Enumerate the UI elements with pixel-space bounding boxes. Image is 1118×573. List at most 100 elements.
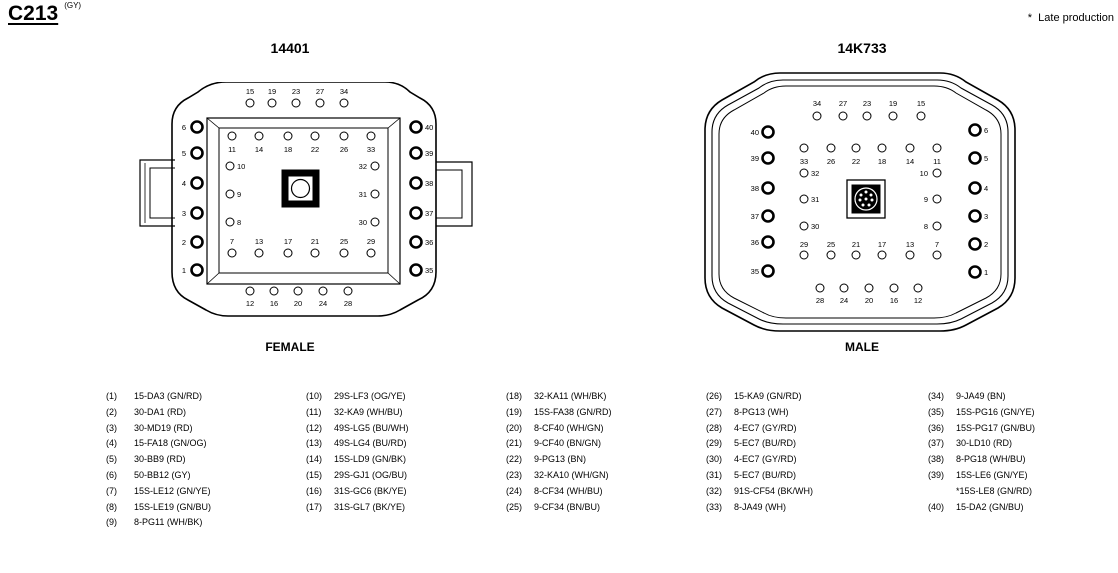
connector-color-code: (GY) <box>64 1 82 10</box>
male-pin-number: 17 <box>878 240 886 249</box>
pin-number: (27) <box>706 406 723 417</box>
male-pin-number: 26 <box>827 157 835 166</box>
pin-assignment-row: (13)49S-LG4 (BU/RD) <box>306 436 409 452</box>
pin-number: (39) <box>928 469 945 480</box>
circuit-description: 9-CF34 (BN/BU) <box>534 501 601 512</box>
pin-number: (33) <box>706 501 723 512</box>
pin-number: (22) <box>506 454 523 465</box>
female-inner-pin <box>370 217 380 227</box>
female-left-latch <box>139 159 175 227</box>
female-outer-pin <box>343 286 353 296</box>
pin-number: (29) <box>706 438 723 449</box>
male-outer-pin <box>889 283 899 293</box>
male-pin-number: 11 <box>933 157 941 166</box>
female-inner-pin <box>227 131 237 141</box>
female-pin-number: 7 <box>230 237 234 246</box>
female-outer-pin <box>409 176 423 190</box>
female-outer-pin <box>409 235 423 249</box>
female-inner-pin <box>366 131 376 141</box>
female-outer-pin <box>190 235 204 249</box>
pin-number: (15) <box>306 469 323 480</box>
male-pin-number: 39 <box>751 154 759 163</box>
male-pin-number: 4 <box>984 184 988 193</box>
pin-assignment-row: (2)30-DA1 (RD) <box>106 405 211 421</box>
male-inner-pin <box>905 250 915 260</box>
female-outer-pin <box>245 286 255 296</box>
pin-assignment-row: (25)9-CF34 (BN/BU) <box>506 500 612 516</box>
pin-number: (9) <box>106 517 117 528</box>
male-inner-pin <box>799 250 809 260</box>
pin-assignment-row: (10)29S-LF3 (OG/YE) <box>306 389 409 405</box>
pin-assignment-row: (16)31S-GC6 (BK/YE) <box>306 484 409 500</box>
pin-number: (36) <box>928 422 945 433</box>
female-inner-pin <box>225 161 235 171</box>
pin-assignment-row: (40)15-DA2 (GN/BU) <box>928 500 1035 516</box>
male-outer-pin <box>812 111 822 121</box>
female-pin-number: 8 <box>237 218 241 227</box>
circuit-description: 8-PG18 (WH/BU) <box>956 454 1026 465</box>
female-inner-pin <box>366 248 376 258</box>
pin-assignment-row: (23)32-KA10 (WH/GN) <box>506 468 612 484</box>
pin-assignment-row: (34)9-JA49 (BN) <box>928 389 1035 405</box>
connector-id: C213(GY) <box>8 1 82 26</box>
circuit-description: 30-DA1 (RD) <box>134 406 187 417</box>
circuit-description: 29S-LF3 (OG/YE) <box>334 391 406 401</box>
circuit-description: 8-JA49 (WH) <box>734 501 787 512</box>
female-pin-number: 12 <box>246 299 254 308</box>
male-pin-number: 6 <box>984 126 988 135</box>
circuit-description: 91S-CF54 (BK/WH) <box>734 485 814 496</box>
male-inner-pin <box>826 250 836 260</box>
male-outer-pin <box>864 283 874 293</box>
circuit-description: 15-DA3 (GN/RD) <box>134 391 203 401</box>
pin-number: (3) <box>106 422 117 433</box>
female-outer-pin <box>190 263 204 277</box>
circuit-description: 30-MD19 (RD) <box>134 422 193 433</box>
female-inner-pin <box>310 131 320 141</box>
female-outer-pin <box>409 206 423 220</box>
male-center-key <box>846 179 886 219</box>
male-inner-pin <box>799 221 809 231</box>
male-inner-pin <box>932 221 942 231</box>
pin-assignment-row: (4)15-FA18 (GN/OG) <box>106 436 211 452</box>
pin-number: (40) <box>928 501 945 512</box>
female-outer-pin <box>293 286 303 296</box>
pin-assignment-row: (17)31S-GL7 (BK/YE) <box>306 500 409 516</box>
male-outer-pin <box>839 283 849 293</box>
female-outer-pin <box>409 146 423 160</box>
circuit-description: 15S-FA38 (GN/RD) <box>534 406 612 417</box>
pin-assignment-row: (20)8-CF40 (WH/GN) <box>506 421 612 437</box>
male-outer-pin <box>761 151 775 165</box>
pin-number: (37) <box>928 438 945 449</box>
female-pin-number: 38 <box>425 179 433 188</box>
male-inner-pin <box>877 250 887 260</box>
circuit-description: 50-BB12 (GY) <box>134 469 191 480</box>
circuit-description: 4-EC7 (GY/RD) <box>734 422 797 433</box>
male-pin-number: 25 <box>827 240 835 249</box>
pin-assignment-row: (19)15S-FA38 (GN/RD) <box>506 405 612 421</box>
male-inner-pin <box>826 143 836 153</box>
female-pin-frame <box>218 127 389 274</box>
pin-assignment-row: (35)15S-PG16 (GN/YE) <box>928 405 1035 421</box>
pin-assignment-row: (8)15S-LE19 (GN/BU) <box>106 500 211 516</box>
male-pin-number: 12 <box>914 296 922 305</box>
female-outer-pin <box>409 263 423 277</box>
pin-assignment-row: (37) 30-LD10 (RD) <box>928 436 1035 452</box>
female-pin-number: 37 <box>425 209 433 218</box>
female-inner-pin <box>283 131 293 141</box>
circuit-description: 49S-LG4 (BU/RD) <box>334 438 407 449</box>
female-pin-number: 18 <box>284 145 292 154</box>
pin-list-col-2: (10)29S-LF3 (OG/YE)(11)32-KA9 (WH/BU)(12… <box>306 389 409 515</box>
female-pin-number: 36 <box>425 238 433 247</box>
circuit-description: 30-LD10 (RD) <box>956 438 1013 449</box>
circuit-description: 9-CF40 (BN/GN) <box>534 438 602 449</box>
pin-assignment-row: (7)15S-LE12 (GN/YE) <box>106 484 211 500</box>
female-pin-number: 4 <box>182 179 186 188</box>
male-pin-number: 3 <box>984 212 988 221</box>
male-pin-number: 38 <box>751 184 759 193</box>
female-center-key <box>281 169 320 208</box>
female-outer-pin <box>190 176 204 190</box>
male-housing-inner <box>718 85 1002 319</box>
male-pin-number: 36 <box>751 238 759 247</box>
male-pin-number: 21 <box>852 240 860 249</box>
